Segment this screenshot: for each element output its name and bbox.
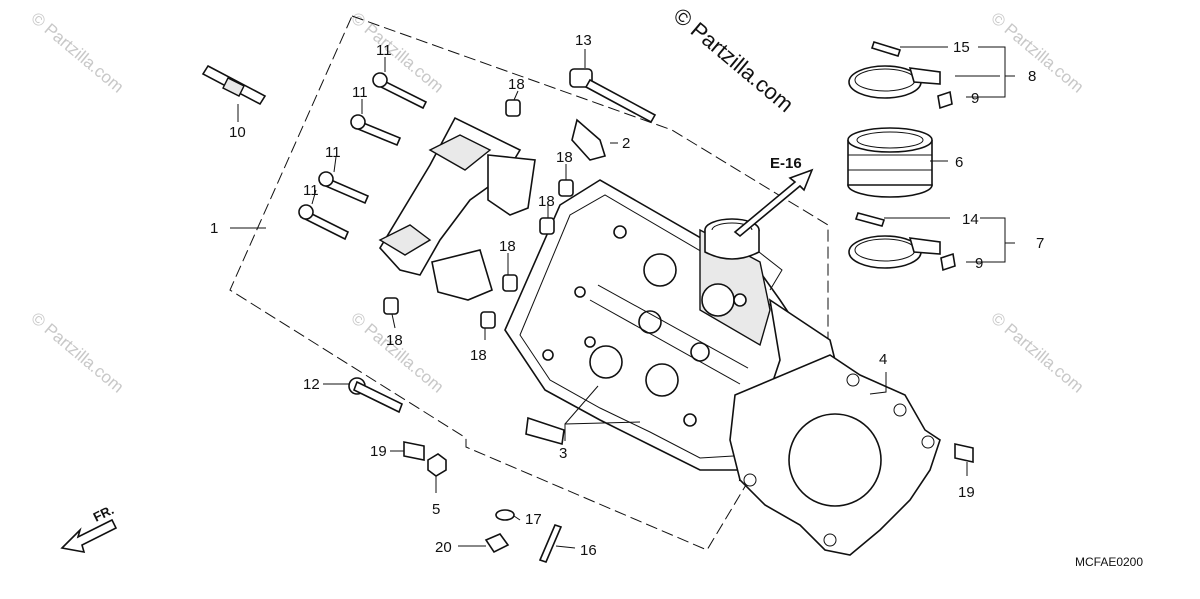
dowel-2: [571, 118, 607, 161]
watermark-4: © Partzilla.com: [27, 309, 127, 397]
callout-15[interactable]: 15: [953, 39, 970, 56]
band-8: [848, 65, 941, 99]
callout-17[interactable]: 17: [525, 511, 542, 528]
intake-port: [704, 218, 783, 291]
callout-13[interactable]: 13: [575, 32, 592, 49]
nut-5: [427, 453, 447, 477]
camshaft-holder: [378, 116, 536, 301]
callout-11-d[interactable]: 11: [303, 182, 319, 199]
screw-15: [870, 41, 902, 57]
callout-14[interactable]: 14: [962, 211, 979, 228]
callout-18-e[interactable]: 18: [470, 347, 487, 364]
copyright-text: © Partzilla.com: [669, 3, 799, 117]
bolts-11: [298, 72, 428, 241]
dowel-19-left: [403, 441, 425, 461]
nut-9-top: [937, 90, 953, 110]
callout-5[interactable]: 5: [432, 501, 440, 518]
reference-label: E-16: [770, 155, 802, 172]
nut-9-bottom: [940, 252, 956, 272]
callout-3[interactable]: 3: [559, 445, 567, 462]
callout-19-left[interactable]: 19: [370, 443, 387, 460]
callout-16[interactable]: 16: [580, 542, 597, 559]
leader-lines: [230, 46, 1015, 549]
washer-17: [495, 509, 515, 521]
insulator-6: [847, 127, 933, 198]
callout-11-b[interactable]: 11: [352, 84, 368, 101]
callout-18-b[interactable]: 18: [556, 149, 573, 166]
front-arrow-icon: [60, 518, 118, 554]
dowels-18: [383, 99, 574, 329]
callout-18-f[interactable]: 18: [386, 332, 403, 349]
screw-14: [854, 212, 886, 227]
dowel-19-right: [954, 443, 974, 463]
callout-1[interactable]: 1: [210, 220, 218, 237]
callout-6[interactable]: 6: [955, 154, 963, 171]
callout-7[interactable]: 7: [1036, 235, 1044, 252]
callouts: 1 2 3 4 5 6 7 8 9 9 10 11 11 11 11 12 13…: [210, 32, 1044, 559]
callout-10[interactable]: 10: [229, 124, 246, 141]
callout-9-bottom[interactable]: 9: [975, 255, 983, 272]
reference-arrow: [733, 168, 814, 238]
callout-8[interactable]: 8: [1028, 68, 1036, 85]
spark-plug: [201, 64, 267, 106]
callout-11-c[interactable]: 11: [325, 144, 341, 161]
callout-18-d[interactable]: 18: [499, 238, 516, 255]
callout-20[interactable]: 20: [435, 539, 452, 556]
callout-12[interactable]: 12: [303, 376, 320, 393]
watermark-1: © Partzilla.com: [27, 9, 127, 97]
callout-19-right[interactable]: 19: [958, 484, 975, 501]
watermark-3: © Partzilla.com: [987, 9, 1087, 97]
head-gasket: [729, 354, 941, 556]
watermark-7: © Partzilla.com: [987, 309, 1087, 397]
diagram-code: MCFAE0200: [1075, 555, 1143, 569]
dowel-3: [525, 416, 565, 446]
callout-18-a[interactable]: 18: [508, 76, 525, 93]
stud-16: [538, 524, 563, 563]
callout-4[interactable]: 4: [879, 351, 887, 368]
assembly-outline: [229, 15, 829, 551]
callout-2[interactable]: 2: [622, 135, 630, 152]
callout-9-top[interactable]: 9: [971, 90, 979, 107]
callout-18-c[interactable]: 18: [538, 193, 555, 210]
bolt-20: [484, 533, 510, 554]
band-7: [848, 235, 941, 269]
bolt-13: [569, 68, 657, 124]
bolt-12: [348, 377, 404, 414]
callout-11-a[interactable]: 11: [376, 42, 392, 59]
